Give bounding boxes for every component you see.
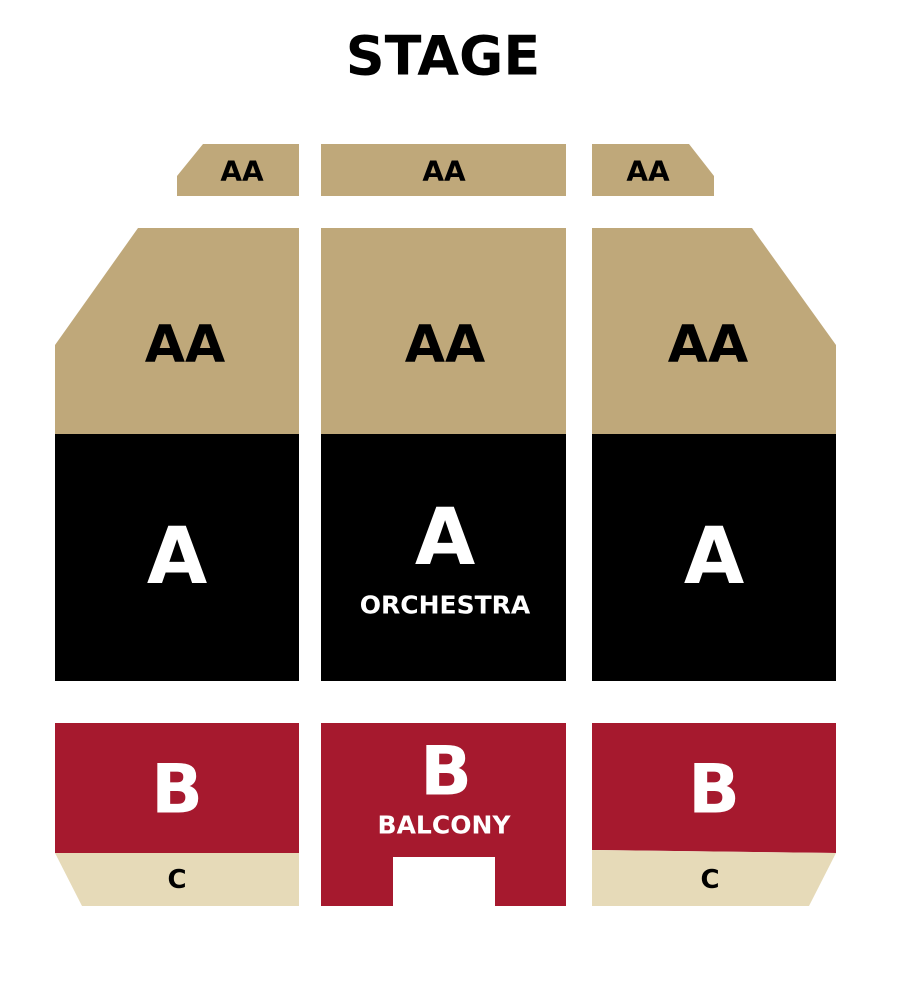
section-aa-left[interactable]: AA (55, 228, 299, 434)
section-b-center-sublabel: BALCONY (378, 811, 512, 840)
section-aa-left-label: AA (145, 315, 226, 375)
section-aa-front-left[interactable]: AA (177, 144, 299, 196)
section-aa-front-center-shape (321, 144, 566, 196)
section-aa-right[interactable]: AA (592, 228, 836, 434)
section-a-left-label: A (147, 512, 207, 602)
section-c-right-label: C (700, 865, 719, 895)
section-c-left-label: C (167, 865, 186, 895)
section-a-center-shape (321, 434, 566, 681)
stage-label: STAGE (346, 25, 541, 88)
section-a-left-shape (55, 434, 299, 681)
section-b-left-label: B (151, 751, 203, 830)
section-b-center-label: B (420, 733, 472, 812)
section-b-right-label: B (688, 751, 740, 830)
section-a-right-shape (592, 434, 836, 681)
section-aa-right-shape (592, 228, 836, 434)
section-a-right[interactable]: A (592, 434, 836, 681)
section-a-center[interactable]: A ORCHESTRA (321, 434, 566, 681)
section-aa-front-center-label: AA (422, 155, 466, 188)
section-a-right-label: A (684, 512, 744, 602)
section-aa-front-right-label: AA (626, 155, 670, 188)
section-aa-center[interactable]: AA (321, 228, 566, 434)
section-c-right[interactable]: C (592, 850, 836, 906)
section-aa-front-right-shape (592, 144, 714, 196)
section-c-left[interactable]: C (55, 853, 299, 906)
section-b-left[interactable]: B (55, 723, 299, 853)
section-b-left-shape (55, 723, 299, 853)
section-aa-center-shape (321, 228, 566, 434)
section-b-center-shape (321, 723, 566, 906)
section-b-right-shape (592, 723, 836, 853)
section-b-right[interactable]: B (592, 723, 836, 853)
section-a-center-label: A (415, 493, 475, 583)
section-c-right-shape (592, 850, 836, 906)
section-aa-right-label: AA (668, 315, 749, 375)
section-a-center-sublabel: ORCHESTRA (360, 591, 531, 620)
section-b-center[interactable]: B BALCONY (321, 723, 566, 906)
section-c-left-shape (55, 853, 299, 906)
section-aa-front-right[interactable]: AA (592, 144, 714, 196)
section-aa-front-left-shape (177, 144, 299, 196)
section-aa-left-shape (55, 228, 299, 434)
section-aa-front-center[interactable]: AA (321, 144, 566, 196)
section-aa-front-left-label: AA (220, 155, 264, 188)
section-a-left[interactable]: A (55, 434, 299, 681)
section-aa-center-label: AA (405, 315, 486, 375)
